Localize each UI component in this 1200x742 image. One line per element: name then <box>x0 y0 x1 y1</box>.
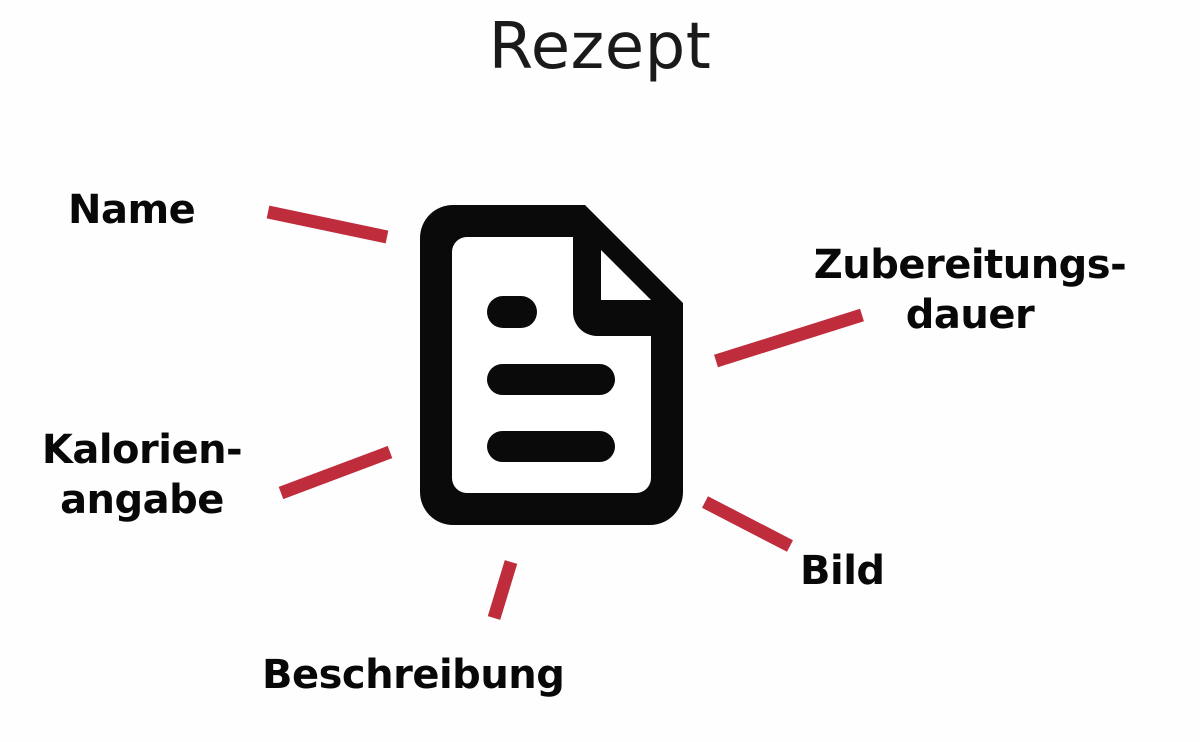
label-bild-line-1: Bild <box>800 548 885 594</box>
connector-beschreibung <box>487 560 518 620</box>
label-zubereitungsdauer-line-1: Zubereitungs- <box>813 242 1127 288</box>
connector-zubereitungsdauer <box>714 308 864 368</box>
document-icon <box>420 205 683 525</box>
document-text-line-2 <box>487 364 615 395</box>
label-kalorienangabe-line-2: angabe <box>60 477 224 523</box>
connector-kalorienangabe <box>278 445 393 500</box>
label-name: Name <box>68 185 196 235</box>
label-zubereitungsdauer-line-2: dauer <box>905 292 1035 338</box>
folded-corner-notch <box>601 250 651 300</box>
label-bild: Bild <box>800 546 885 596</box>
connector-bild <box>702 496 793 552</box>
label-zubereitungsdauer: Zubereitungs- dauer <box>760 240 1180 340</box>
label-kalorienangabe-line-1: Kalorien- <box>41 427 243 473</box>
document-text-line-3 <box>487 431 615 462</box>
label-beschreibung: Beschreibung <box>262 650 565 700</box>
label-name-line-1: Name <box>68 187 196 233</box>
label-kalorienangabe: Kalorien- angabe <box>12 425 272 525</box>
page-title: Rezept <box>488 10 712 84</box>
document-text-line-1 <box>487 296 537 328</box>
connector-name <box>266 205 389 244</box>
label-beschreibung-line-1: Beschreibung <box>262 652 565 698</box>
